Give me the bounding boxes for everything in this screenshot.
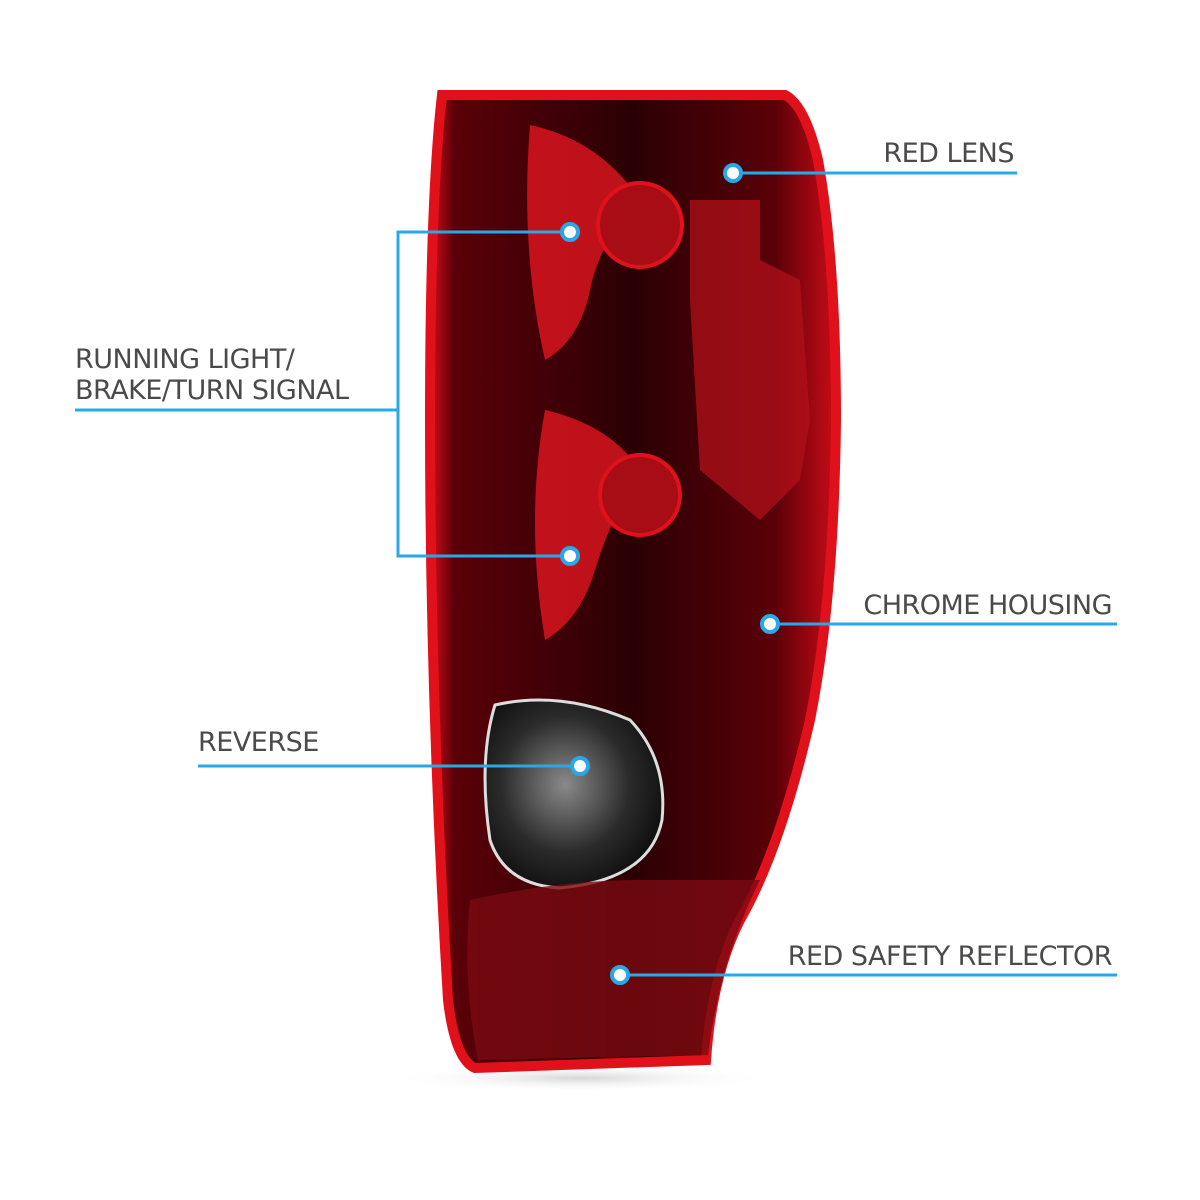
- reverse-lens: [483, 698, 665, 890]
- reflector-label: RED SAFETY REFLECTOR: [787, 941, 1113, 972]
- callout-dots: [560, 163, 780, 985]
- reflector-dot: [610, 965, 630, 985]
- running-upper-dot: [560, 222, 580, 242]
- running-light-label-line2: BRAKE/TURN SIGNAL: [75, 375, 349, 406]
- reverse-label: REVERSE: [198, 727, 319, 758]
- chrome-housing-label: CHROME HOUSING: [863, 590, 1112, 621]
- running-light-label-line1: RUNNING LIGHT/: [75, 344, 295, 375]
- red-lens-dot: [723, 163, 743, 183]
- running-lower-dot: [560, 546, 580, 566]
- lower-bulb: [598, 453, 682, 537]
- upper-bulb: [596, 181, 684, 269]
- reverse-dot: [570, 756, 590, 776]
- red-lens-label: RED LENS: [883, 138, 1014, 169]
- callout-lines: [75, 171, 1117, 977]
- upper-reflector-arc: [527, 125, 640, 360]
- chrome-housing-dot: [760, 614, 780, 634]
- right-block: [690, 200, 810, 520]
